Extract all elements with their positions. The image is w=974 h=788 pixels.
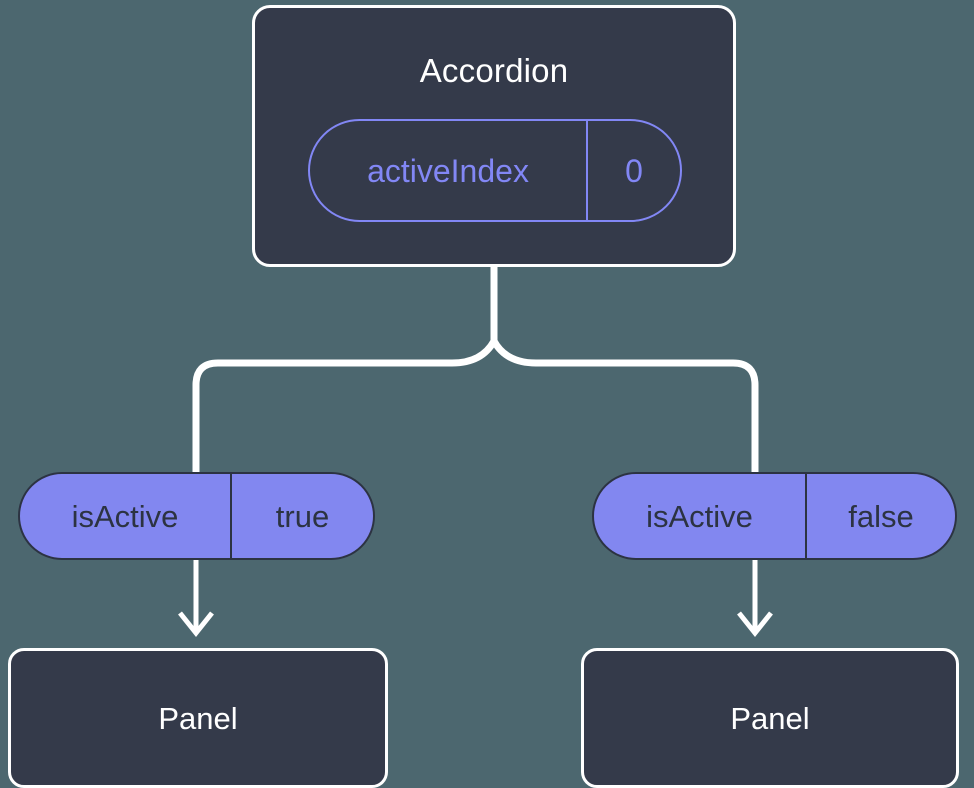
- arrow-left-head: [178, 611, 214, 638]
- diagram-canvas: Accordion activeIndex 0 isActive true is…: [8, 5, 959, 788]
- prop-pill-is-active-false[interactable]: isActive false: [592, 472, 957, 560]
- component-node-panel-right[interactable]: Panel: [581, 648, 959, 788]
- state-pill-key: activeIndex: [367, 152, 529, 189]
- prop-pill-key-cell: isActive: [594, 474, 807, 558]
- prop-pill-key: isActive: [71, 498, 179, 534]
- state-pill-value: 0: [625, 152, 643, 189]
- component-title: Panel: [730, 700, 810, 736]
- state-pill-key-cell: activeIndex: [310, 121, 588, 220]
- prop-pill-key: isActive: [646, 498, 753, 534]
- component-title: Panel: [158, 700, 238, 736]
- connector-branch-tree: [192, 337, 759, 472]
- arrow-right-head: [737, 611, 773, 638]
- prop-pill-value: true: [275, 498, 330, 534]
- state-pill-active-index[interactable]: activeIndex 0: [308, 119, 682, 222]
- prop-pill-value-cell: false: [807, 474, 955, 558]
- prop-pill-value: false: [848, 498, 914, 534]
- state-pill-value-cell: 0: [588, 121, 680, 220]
- prop-pill-key-cell: isActive: [20, 474, 232, 558]
- component-title: Accordion: [419, 52, 569, 89]
- component-node-panel-left[interactable]: Panel: [8, 648, 388, 788]
- prop-pill-is-active-true[interactable]: isActive true: [18, 472, 375, 560]
- prop-pill-value-cell: true: [232, 474, 373, 558]
